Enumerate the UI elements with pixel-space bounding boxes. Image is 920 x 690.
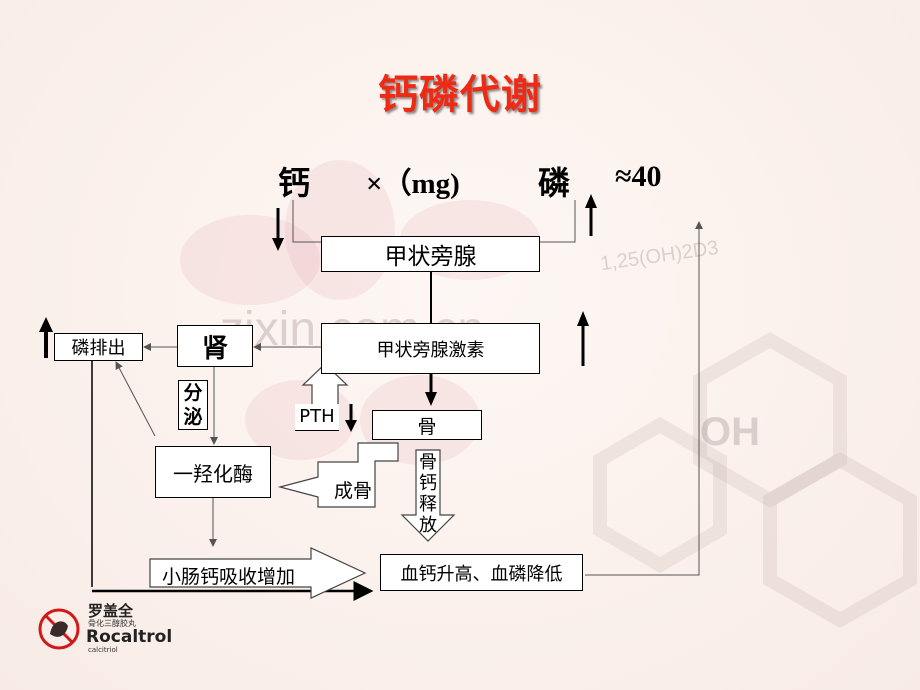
parathyroid-box: 甲状旁腺 <box>321 236 540 272</box>
hormone-to-bone-arrow <box>425 374 437 406</box>
watermark-oh: OH <box>700 410 760 454</box>
pth-down-arrow <box>345 404 357 432</box>
pth-hormone-box: 甲状旁腺激素 <box>321 323 540 374</box>
formula-times-mg: ×（mg) <box>366 168 460 200</box>
logo-brand-en: Rocaltrol <box>86 627 173 647</box>
bone-formation-hollow-arrow <box>277 442 399 508</box>
bone-box: 骨 <box>372 410 482 440</box>
logo-brand-cn: 罗盖全 <box>88 602 134 620</box>
pth-up-arrow <box>577 311 589 366</box>
phosphate-excretion-up-arrow <box>39 317 53 358</box>
intestine-label: 小肠钙吸收增加 <box>162 566 296 588</box>
rocaltrol-logo: 罗盖全 骨化三醇胶丸 Rocaltrol calcitriol <box>36 600 186 658</box>
kidney-box: 肾 <box>177 325 253 367</box>
formula-phosphorus: 磷 <box>538 165 571 201</box>
formula-approx: ≈40 <box>615 160 662 193</box>
logo-generic: calcitriol <box>88 646 118 654</box>
calcium-down-arrow <box>272 208 284 251</box>
logo-emblem-icon <box>38 608 80 650</box>
slide-title: 钙磷代谢 <box>378 72 542 118</box>
logo-sub-cn: 骨化三醇胶丸 <box>88 619 136 628</box>
hydroxylase-box: 一羟化酶 <box>155 446 271 498</box>
formula-calcium: 钙 <box>278 165 311 201</box>
pth-label: PTH <box>295 404 339 431</box>
phosphate-excretion-box: 磷排出 <box>54 333 143 361</box>
bone-release-hollow-arrow <box>400 449 456 542</box>
blood-result-box: 血钙升高、血磷降低 <box>380 554 583 591</box>
phosphorus-up-arrow <box>585 194 597 236</box>
intestine-hollow-arrow <box>149 547 367 599</box>
bone-calcium-release-label: 骨钙释放 <box>419 452 437 536</box>
bone-formation-label: 成骨 <box>334 480 373 502</box>
secretion-label: 分泌 <box>178 380 208 430</box>
